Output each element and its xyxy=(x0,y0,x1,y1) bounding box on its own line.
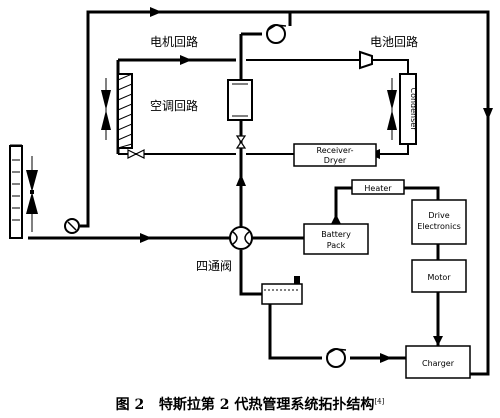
arrow-motor-top xyxy=(180,55,192,65)
battery-loop-label: 电池回路 xyxy=(370,34,418,49)
arrow-outer-right xyxy=(483,108,493,120)
figure-number: 图 2 xyxy=(115,397,145,413)
figure-caption: 图 2 特斯拉第 2 代热管理系统拓扑结构[4] xyxy=(0,394,500,414)
battery-pack-label-2: Pack xyxy=(327,241,346,250)
pipe-heater-to-drive xyxy=(404,186,440,200)
arrow-bottom-line xyxy=(140,233,152,243)
condenser-label: Condenser xyxy=(409,88,418,132)
four-way-valve xyxy=(229,226,253,250)
drive-electronics: Drive Electronics xyxy=(411,199,467,245)
ac-expansion-valve-left xyxy=(127,149,145,159)
receiver-dryer-label-2: Dryer xyxy=(324,156,347,165)
chiller xyxy=(227,79,253,121)
line-ac-compressor-right xyxy=(372,59,409,74)
arrow-charger-right xyxy=(380,353,392,363)
battery-loop-pump xyxy=(266,24,287,44)
receiver-dryer-label-1: Receiver- xyxy=(317,146,354,155)
compressor xyxy=(359,50,373,70)
battery-pack: Battery Pack xyxy=(303,223,369,255)
heater: Heater xyxy=(351,179,405,195)
charger-label: Charger xyxy=(422,359,455,368)
coolant-pipes xyxy=(10,10,490,376)
motor: Motor xyxy=(411,259,467,293)
heater-label: Heater xyxy=(364,184,392,193)
motor-label: Motor xyxy=(427,273,451,282)
line-condenser-down xyxy=(376,144,409,155)
arrow-to-battery xyxy=(331,214,341,224)
arrow-center-up xyxy=(236,174,246,186)
arrow-to-charger-down xyxy=(433,336,443,346)
diagram-canvas: Condenser Receiver- Dryer Heater Battery… xyxy=(9,7,493,379)
motor-loop-fan xyxy=(101,78,111,140)
ac-loop-label: 空调回路 xyxy=(150,98,198,113)
arrow-outer-top xyxy=(150,7,162,17)
pipe-outer-top xyxy=(80,10,490,376)
battery-pack-label-1: Battery xyxy=(321,230,351,239)
pipe-battery-to-heater xyxy=(334,186,352,224)
pipe-reservoir-down xyxy=(268,300,322,360)
front-loop-pump xyxy=(64,218,80,234)
condenser: Condenser xyxy=(399,73,418,145)
charger: Charger xyxy=(405,345,471,379)
drive-electronics-label-1: Drive xyxy=(428,211,449,220)
front-radiator xyxy=(9,145,23,239)
receiver-dryer: Receiver- Dryer xyxy=(293,143,377,167)
motor-loop-label: 电机回路 xyxy=(150,34,198,49)
charger-loop-pump xyxy=(326,348,347,368)
four-way-valve-label: 四通阀 xyxy=(196,259,232,273)
chiller-expansion-valve xyxy=(235,135,247,149)
drive-electronics-label-2: Electronics xyxy=(417,222,461,231)
coolant-reservoir xyxy=(261,276,303,305)
motor-loop-radiator xyxy=(117,73,133,149)
condenser-fan xyxy=(387,78,397,140)
figure-reference: [4] xyxy=(374,397,385,406)
figure-title: 特斯拉第 2 代热管理系统拓扑结构 xyxy=(158,397,375,413)
front-radiator-fan xyxy=(26,156,38,232)
pipe-valve-down xyxy=(239,250,266,296)
